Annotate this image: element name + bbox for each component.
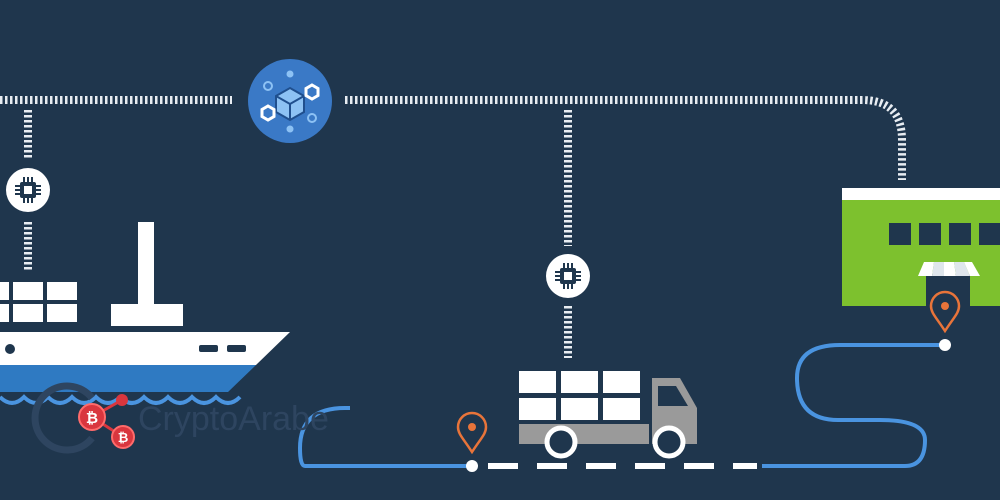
ship-hull bbox=[0, 365, 256, 392]
blockchain-hub-icon bbox=[248, 59, 332, 143]
svg-text:₿: ₿ bbox=[86, 409, 98, 427]
watermark-text: CryptoArabe bbox=[138, 400, 329, 438]
route-point bbox=[939, 339, 951, 351]
bitcoin-node-icon bbox=[116, 394, 128, 406]
shop-awning bbox=[918, 262, 980, 276]
truck-wheel bbox=[655, 428, 683, 456]
truck-wheel bbox=[547, 428, 575, 456]
microchip-icon bbox=[546, 254, 590, 298]
microchip-icon bbox=[6, 168, 50, 212]
ship-mast bbox=[138, 222, 154, 304]
ship-deck bbox=[0, 332, 290, 365]
truck-bed bbox=[519, 424, 649, 444]
route-point bbox=[466, 460, 478, 472]
svg-text:₿: ₿ bbox=[118, 431, 129, 446]
warehouse bbox=[842, 188, 1000, 306]
ship-cabin bbox=[111, 304, 183, 326]
delivery-truck bbox=[519, 371, 697, 456]
